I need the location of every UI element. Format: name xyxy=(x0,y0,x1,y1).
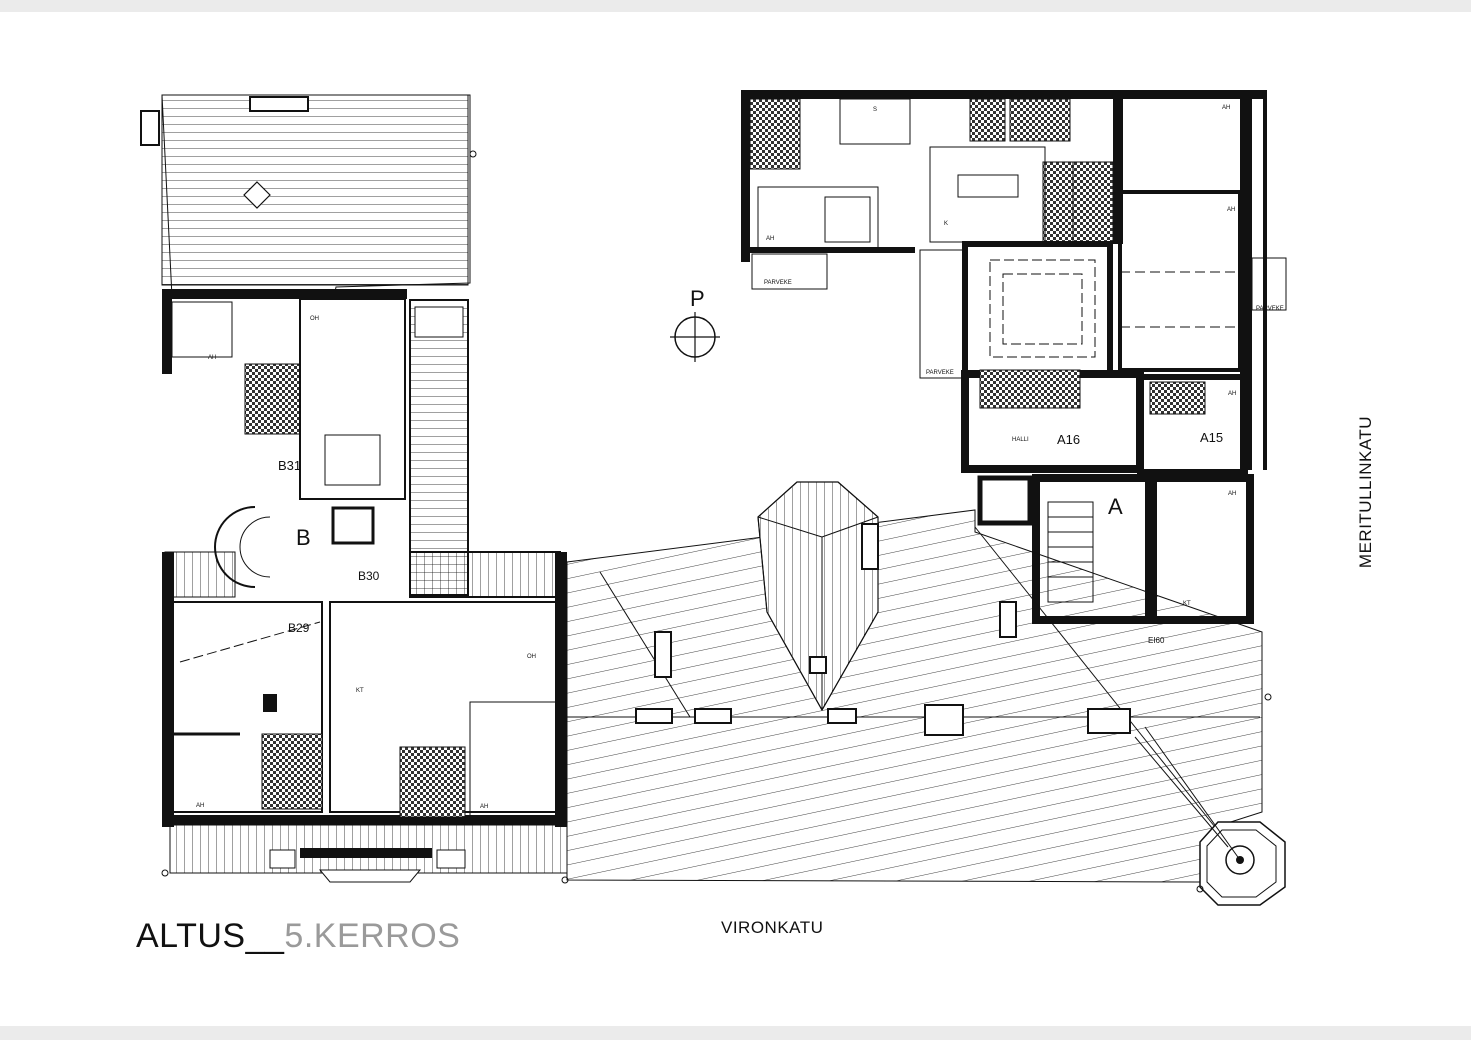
room-label-kt-2: KT xyxy=(356,688,364,694)
apartment-a15-label: A15 xyxy=(1200,430,1223,445)
courtyard-label: P xyxy=(690,286,705,311)
room-label-oh-1: OH xyxy=(310,316,319,322)
roof-northwest xyxy=(140,94,477,298)
street-label-south: VIRONKATU xyxy=(721,918,824,937)
room-label-ah-3: AH xyxy=(766,236,774,242)
drawing-sheet: P A B A16 A15 B31 B30 B29 PARVEKE PARVEK… xyxy=(0,12,1471,1026)
balcony-label-1: PARVEKE xyxy=(764,280,792,286)
room-label-ah-5: AH xyxy=(1228,391,1236,397)
room-label-halli: HALLI xyxy=(1012,437,1029,443)
room-label-oh-2: OH xyxy=(527,654,536,660)
floor-plan: P A B A16 A15 B31 B30 B29 PARVEKE PARVEK… xyxy=(140,90,1287,906)
room-label-ah-2: AH xyxy=(1227,207,1235,213)
title-separator: __ xyxy=(245,917,285,955)
project-name: ALTUS xyxy=(136,917,246,955)
drawing-title: ALTUS__5.KERROS xyxy=(136,917,460,956)
stair-b-label: B xyxy=(296,525,311,550)
fire-class-label: EI60 xyxy=(1148,636,1165,645)
room-label-k: K xyxy=(944,221,948,227)
balcony-label-3: PARVEKE xyxy=(1256,306,1284,312)
room-label-kt-1: KT xyxy=(1183,601,1191,607)
room-label-ah-6: AH xyxy=(1228,491,1236,497)
room-label-ah-8: AH xyxy=(480,804,488,810)
apartment-b31-label: B31 xyxy=(278,458,301,473)
apartment-b29-label: B29 xyxy=(288,621,310,635)
room-label-ah-4: AH xyxy=(208,355,216,361)
floor-name: 5.KERROS xyxy=(284,917,461,955)
street-label-east: MERITULLINKATU xyxy=(1356,415,1376,569)
room-label-s: S xyxy=(873,107,877,113)
room-label-ah-1: AH xyxy=(1222,105,1230,111)
plan-labels: A B A16 A15 B31 B30 B29 PARVEKE PARVEKE … xyxy=(196,105,1284,810)
building-northeast xyxy=(741,90,1287,624)
apartment-b30-label: B30 xyxy=(358,569,380,583)
apartment-a16-label: A16 xyxy=(1057,432,1080,447)
balcony-label-2: PARVEKE xyxy=(926,370,954,376)
courtyard-marker: P xyxy=(670,286,720,362)
stair-a-label: A xyxy=(1108,494,1123,519)
building-west xyxy=(161,289,569,884)
room-label-ah-7: AH xyxy=(196,803,204,809)
roof-south xyxy=(566,481,1286,906)
